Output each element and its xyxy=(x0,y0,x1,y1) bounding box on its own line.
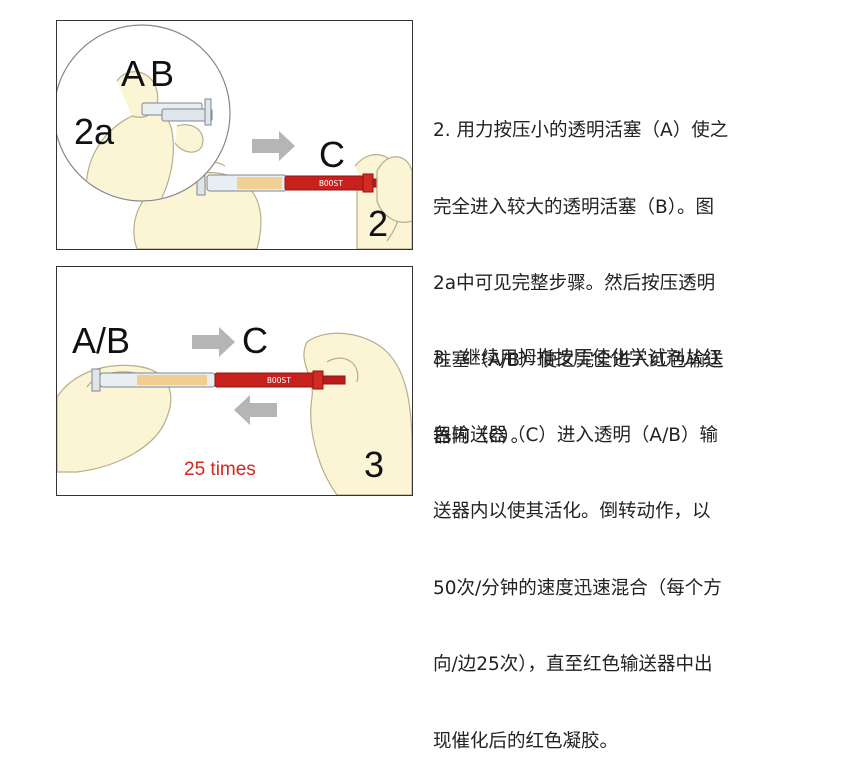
step2-illustration-panel: BOOST A B 2a C 2 xyxy=(56,20,413,250)
label-b: B xyxy=(150,53,175,94)
label-2a: 2a xyxy=(74,111,115,152)
syringe-brand-text: BOOST xyxy=(319,179,343,188)
step3-line: 送器内以使其活化。倒转动作，以 xyxy=(433,501,711,522)
step2-line: 器内（C）。 xyxy=(433,426,530,447)
step3-line: 现催化后的红色凝胶。 xyxy=(433,730,619,752)
repeat-count-label: 25 times xyxy=(184,459,256,480)
label-step-2: 2 xyxy=(368,203,389,244)
step3-line: 向/边25次），直至红色输送器中出 xyxy=(433,654,713,675)
step2-line: 2a中可见完整步骤。然后按压透明 xyxy=(433,273,716,294)
label-c: C xyxy=(242,320,268,361)
right-arrow-icon xyxy=(192,327,235,357)
step2-instructions: 2. 用力按压小的透明活塞（A）使之 完全进入较大的透明活塞（B）。图 2a中可… xyxy=(433,67,853,475)
left-arrow-icon xyxy=(234,395,277,425)
label-step-3: 3 xyxy=(364,444,385,485)
step2-line: 柱塞（A/B）使之完全进入红色输送 xyxy=(433,349,724,371)
push-arrow-icon xyxy=(252,131,295,161)
step3-line: 50次/分钟的速度迅速混合（每个方 xyxy=(433,577,722,599)
step2-line: 完全进入较大的透明活塞（B）。图 xyxy=(433,196,714,218)
syringe-brand-text: BOOST xyxy=(267,376,291,385)
label-ab: A/B xyxy=(72,320,131,361)
step3-illustration-panel: BOOST A/B C 3 25 times xyxy=(56,266,413,496)
step2-line: 2. 用力按压小的透明活塞（A）使之 xyxy=(433,120,729,141)
step3-line: 色输送器（C）进入透明（A/B）输 xyxy=(433,424,718,446)
label-c: C xyxy=(319,134,345,175)
step3-instructions: 3. 继续用拇指按压使化学试剂从红 色输送器（C）进入透明（A/B）输 送器内以… xyxy=(433,295,853,780)
step3-line: 3. 继续用拇指按压使化学试剂从红 xyxy=(433,348,722,369)
label-a: A xyxy=(121,53,146,94)
step2-illustration: BOOST xyxy=(57,24,412,249)
step3-illustration: BOOST xyxy=(57,327,412,495)
